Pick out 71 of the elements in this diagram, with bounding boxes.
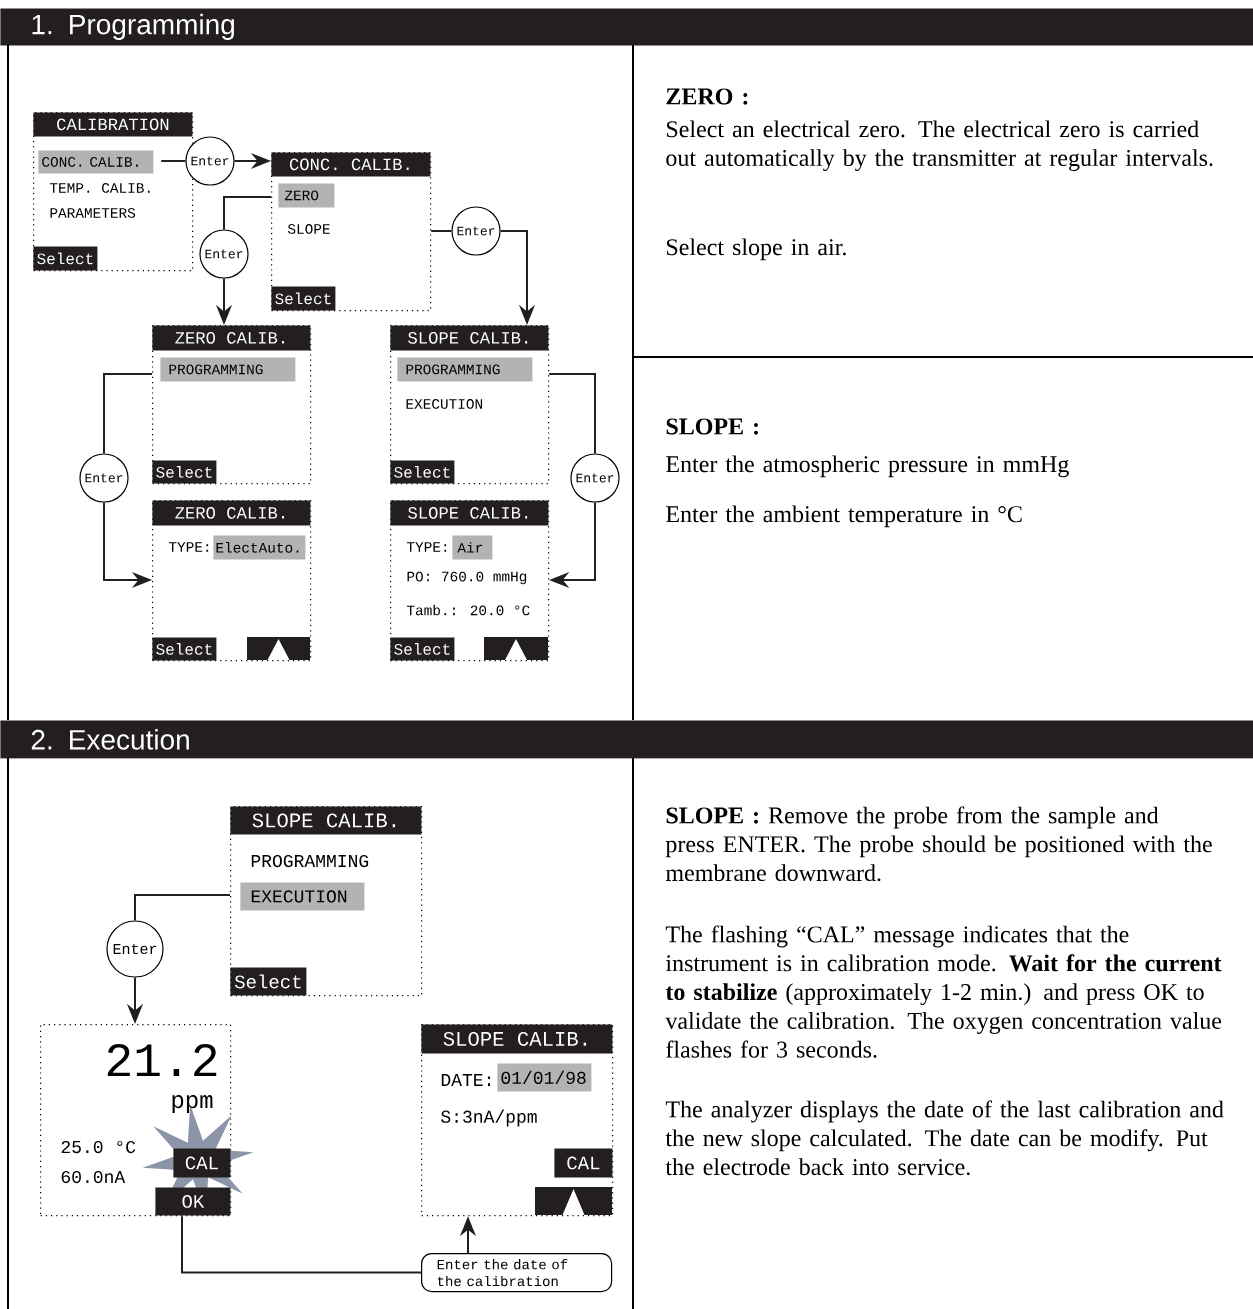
softkey-button: Select	[152, 637, 217, 661]
instruction-text: Enter the atmospheric pressure in mmHg	[666, 455, 1069, 478]
highlighted-item: ZERO	[278, 183, 335, 208]
section-heading: ZERO :	[666, 88, 748, 105]
highlighted-item: PROGRAMMING	[160, 357, 296, 382]
connector-line	[134, 894, 231, 922]
display-screen	[40, 1024, 254, 1217]
screen-title-bar: SLOPE CALIB.	[230, 806, 422, 835]
connector-line	[160, 160, 187, 162]
highlighted-item: EXECUTION	[240, 882, 365, 911]
softkey-button: Select	[33, 246, 98, 271]
softkey-button: Select	[230, 967, 307, 996]
display-screen	[421, 1024, 614, 1217]
connector-line	[103, 373, 153, 455]
display-screen	[230, 806, 423, 997]
highlighted-item: CONC. CALIB.	[38, 150, 154, 174]
unit-text: ppm	[172, 1095, 213, 1113]
highlighted-item: ElectAuto.	[213, 535, 306, 560]
display-screen	[390, 500, 550, 662]
current-value: 60.0nA	[61, 1170, 126, 1184]
instruction-text: SLOPE : Remove the probe from the sample and press ENTER. The probe should be positioned with the membrane downward.	[665, 806, 1212, 882]
display-screen	[152, 325, 312, 485]
softkey-button: Select	[390, 637, 455, 661]
screen-title-bar: ZERO CALIB.	[152, 500, 311, 526]
enter-key: Enter	[79, 453, 129, 503]
instruction-text: Enter the ambient temperature in °C	[666, 505, 1022, 528]
field-value: PO: 760.0 mmHg	[407, 571, 527, 585]
softkey-button: CAL	[554, 1148, 613, 1178]
screen-title-bar: SLOPE CALIB.	[421, 1024, 613, 1054]
instruction-text: The analyzer displays the date of the last calibration and the new slope calculated. The date can be modify. Put the electrode back into service.	[665, 1100, 1224, 1176]
connector-line	[430, 230, 453, 232]
instruction-text: Select an electrical zero. The electrical zero is carried out automatically by the transmitter at regular intervals.	[666, 120, 1213, 171]
softkey-button: Select	[271, 286, 336, 311]
menu-item: EXECUTION	[406, 399, 482, 409]
softkey-button: Select	[390, 460, 455, 484]
connector-line	[223, 196, 272, 231]
reading-value: 21.2	[107, 1043, 217, 1077]
enter-key: Enter	[199, 229, 249, 279]
field-label: TYPE:	[406, 542, 447, 552]
enter-key: Enter	[106, 920, 164, 978]
display-screen	[152, 500, 312, 662]
menu-item: TEMP. CALIB.	[49, 183, 150, 193]
section-header-bar: 2. Execution	[0, 720, 1253, 759]
section-header-bar: 1. Programming	[0, 8, 1253, 46]
callout-box: Enter the date of the calibration	[421, 1253, 613, 1293]
display-screen	[390, 325, 550, 485]
field-value: S:3nA/ppm	[441, 1109, 537, 1127]
connector-line	[181, 1215, 422, 1274]
field-label: TYPE:	[168, 542, 209, 552]
field-label: DATE:	[441, 1074, 491, 1086]
menu-item: PROGRAMMING	[251, 854, 369, 868]
softkey-button: CAL	[173, 1148, 231, 1178]
highlighted-item: Air	[452, 535, 493, 560]
highlighted-item: 01/01/98	[497, 1063, 592, 1092]
field-value: Tamb.: 20.0 °C	[406, 604, 530, 616]
menu-item: PARAMETERS	[50, 208, 136, 218]
display-screen	[271, 152, 432, 312]
softkey-button: OK	[155, 1187, 231, 1216]
softkey-button: Select	[152, 460, 217, 484]
connector-line	[548, 373, 596, 455]
enter-key: Enter	[451, 206, 501, 256]
screen-title-bar: CALIBRATION	[33, 112, 193, 137]
instruction-text: Select slope in air.	[667, 238, 846, 261]
enter-key: Enter	[185, 136, 235, 186]
section-heading: SLOPE :	[666, 418, 758, 435]
menu-item: SLOPE	[287, 224, 330, 234]
temperature-value: 25.0 °C	[61, 1140, 136, 1154]
highlighted-item: PROGRAMMING	[397, 357, 533, 382]
screen-title-bar: SLOPE CALIB.	[390, 500, 549, 526]
enter-key: Enter	[570, 453, 620, 503]
instruction-text: The flashing “CAL” message indicates that the instrument is in calibration mode. Wait for the current to stabilize (approximately 1-2 min.) and press OK to validate the calibration. The oxygen concentration value flashes for 3 seconds.	[665, 925, 1222, 1058]
